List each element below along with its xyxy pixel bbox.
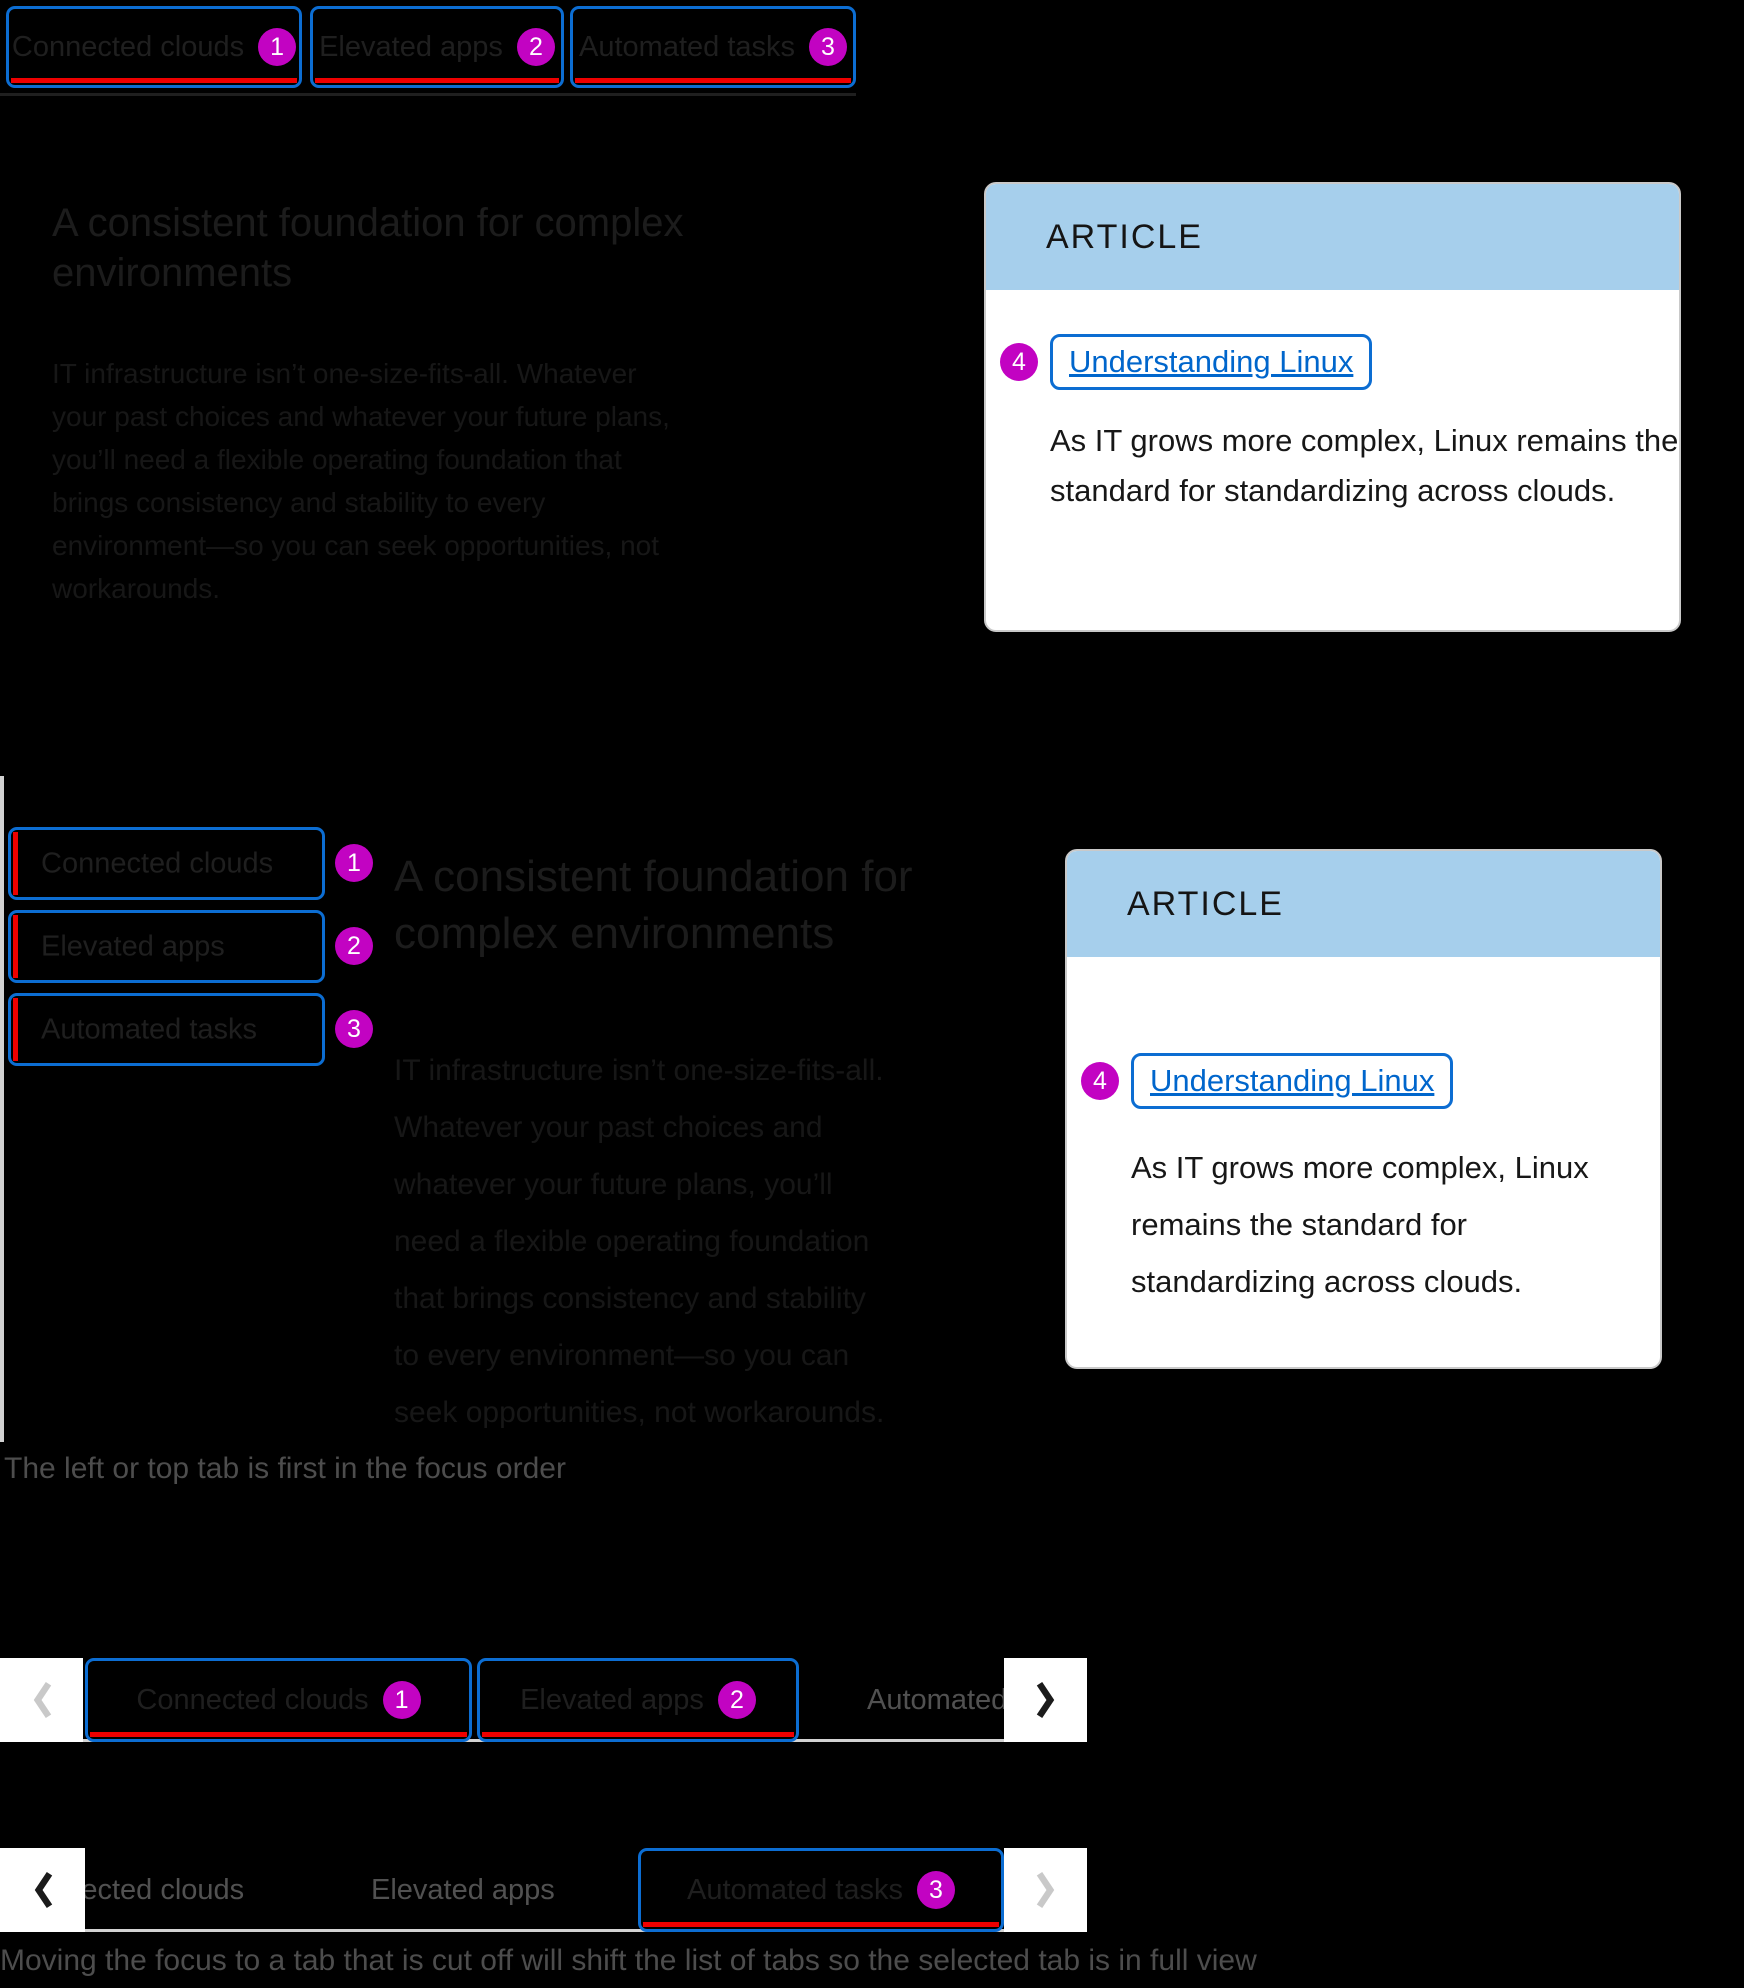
chevron-left-icon [30, 1868, 56, 1912]
panel-heading: A consistent foundation for complex envi… [52, 198, 683, 298]
active-tab-indicator [90, 1732, 467, 1737]
focus-order-badge: 1 [258, 28, 297, 66]
tab-label: Connected clouds [11, 30, 245, 63]
article-link[interactable]: Understanding Linux [1069, 344, 1354, 379]
focus-order-badge: 1 [382, 1681, 421, 1719]
paragraph-line: standardizing across clouds. [1224, 473, 1616, 508]
tab-elevated-apps[interactable]: Elevated apps 2 [477, 1658, 799, 1742]
active-tab-indicator [13, 832, 18, 895]
paragraph-line: IT infrastructure isn’t one-size-fits-al… [52, 358, 637, 389]
card-paragraph: As IT grows more complex, Linux remains … [1131, 1139, 1660, 1310]
tab-label: Elevated apps [520, 1683, 704, 1716]
caption-overflow: Moving the focus to a tab that is cut of… [0, 1944, 1257, 1977]
card-paragraph: As IT grows more complex, Linux remains … [1050, 416, 1679, 516]
active-tab-indicator [13, 998, 18, 1061]
paragraph-line: need a flexible operating foundation [394, 1225, 870, 1258]
focus-order-badge: 3 [335, 1010, 373, 1048]
article-link-focus-ring: Understanding Linux [1050, 334, 1373, 390]
panel-paragraph: IT infrastructure isn’t one-size-fits-al… [52, 352, 670, 610]
active-tab-indicator [315, 78, 559, 83]
paragraph-line: As IT grows more complex, Linux [1050, 423, 1508, 458]
chevron-right-icon [1033, 1678, 1059, 1722]
focus-order-badge: 3 [917, 1871, 955, 1909]
scroll-right-button[interactable] [1004, 1848, 1087, 1932]
active-tab-indicator [13, 915, 18, 978]
focus-order-badge: 2 [717, 1681, 756, 1719]
article-card: ARTICLE 4 Understanding Linux As IT grow… [1065, 849, 1662, 1369]
tab-label: Automated tasks [687, 1873, 903, 1906]
card-eyebrow: ARTICLE [1127, 884, 1284, 923]
tab-automated-tasks[interactable]: Automated tasks [8, 993, 325, 1066]
heading-line: complex environments [394, 909, 835, 958]
focus-order-badge: 4 [1081, 1062, 1119, 1100]
overflow-tabs-start: Automated tasks Connected clouds 1 Eleva… [0, 1658, 1087, 1742]
tab-label: Connected clouds [41, 847, 274, 879]
paragraph-line: IT infrastructure isn’t one-size-fits-al… [394, 1054, 884, 1087]
paragraph-line: remains the standard for [1050, 423, 1679, 508]
card-header: ARTICLE [986, 184, 1679, 290]
paragraph-line: standardizing across clouds. [1131, 1264, 1523, 1299]
paragraph-line: seek opportunities, not workarounds. [394, 1396, 885, 1429]
heading-line: A consistent foundation for complex [52, 201, 684, 245]
paragraph-line: As IT grows more complex, [1131, 1150, 1506, 1185]
tab-connected-clouds[interactable]: Connected clouds 1 [85, 1658, 472, 1742]
heading-line: environments [52, 251, 293, 295]
card-header: ARTICLE [1067, 851, 1660, 957]
tab-connected-clouds[interactable]: Connected clouds 1 [6, 6, 302, 88]
article-link[interactable]: Understanding Linux [1150, 1063, 1435, 1098]
paragraph-line: to every environment—so you can [394, 1339, 850, 1372]
panel-paragraph: IT infrastructure isn’t one-size-fits-al… [394, 1042, 884, 1441]
paragraph-line: workarounds. [52, 573, 221, 604]
active-tab-indicator [11, 78, 297, 83]
overflow-tabs-end: Connected clouds Elevated apps Automated… [0, 1848, 1087, 1932]
scroll-left-button[interactable] [0, 1658, 83, 1742]
tab-label: Automated tasks [579, 30, 795, 63]
active-tab-indicator [482, 1732, 794, 1737]
vertical-tabs-border [0, 776, 4, 1442]
tab-elevated-apps[interactable]: Elevated apps [371, 1874, 555, 1906]
tab-label: Automated tasks [41, 1013, 257, 1045]
tab-label: Elevated apps [41, 930, 225, 962]
paragraph-line: you’ll need a flexible operating foundat… [52, 444, 622, 475]
tabs-bottom-border [0, 93, 856, 96]
tab-elevated-apps[interactable]: Elevated apps 2 [310, 6, 564, 88]
focus-order-badge: 3 [809, 28, 847, 66]
tab-elevated-apps[interactable]: Elevated apps [8, 910, 325, 983]
scroll-left-button[interactable] [0, 1848, 85, 1932]
panel-heading: A consistent foundation for complex envi… [394, 848, 913, 962]
paragraph-line: that brings consistency and stability [394, 1282, 866, 1315]
tab-connected-clouds[interactable]: Connected clouds [8, 827, 325, 900]
tab-automated-tasks[interactable]: Automated tasks 3 [638, 1848, 1004, 1932]
paragraph-line: whatever your future plans, you’ll [394, 1168, 833, 1201]
article-card: ARTICLE 4 Understanding Linux As IT grow… [984, 182, 1681, 632]
paragraph-line: environment—so you can seek opportunitie… [52, 530, 660, 561]
focus-order-badge: 4 [1000, 343, 1038, 381]
focus-order-badge: 2 [516, 28, 555, 66]
article-link-focus-ring: Understanding Linux [1131, 1053, 1454, 1109]
focus-order-badge: 2 [335, 927, 373, 965]
active-tab-indicator [575, 78, 851, 83]
focus-order-badge: 1 [335, 844, 373, 882]
paragraph-line: brings consistency and stability to ever… [52, 487, 546, 518]
tabs-bottom-border [0, 1929, 1087, 1932]
tab-label: Connected clouds [136, 1683, 369, 1716]
tab-automated-tasks[interactable]: Automated tasks 3 [570, 6, 856, 88]
caption-focus-order: The left or top tab is first in the focu… [4, 1452, 566, 1485]
chevron-right-icon [1033, 1868, 1059, 1912]
chevron-left-icon [29, 1678, 55, 1722]
tab-label: Elevated apps [319, 30, 503, 63]
paragraph-line: your past choices and whatever your futu… [52, 401, 670, 432]
heading-line: A consistent foundation for [394, 852, 913, 901]
paragraph-line: Whatever your past choices and [394, 1111, 823, 1144]
scroll-right-button[interactable] [1004, 1658, 1087, 1742]
paragraph-line: Linux remains the standard for [1131, 1150, 1589, 1242]
active-tab-indicator [643, 1922, 999, 1927]
card-eyebrow: ARTICLE [1046, 217, 1203, 256]
